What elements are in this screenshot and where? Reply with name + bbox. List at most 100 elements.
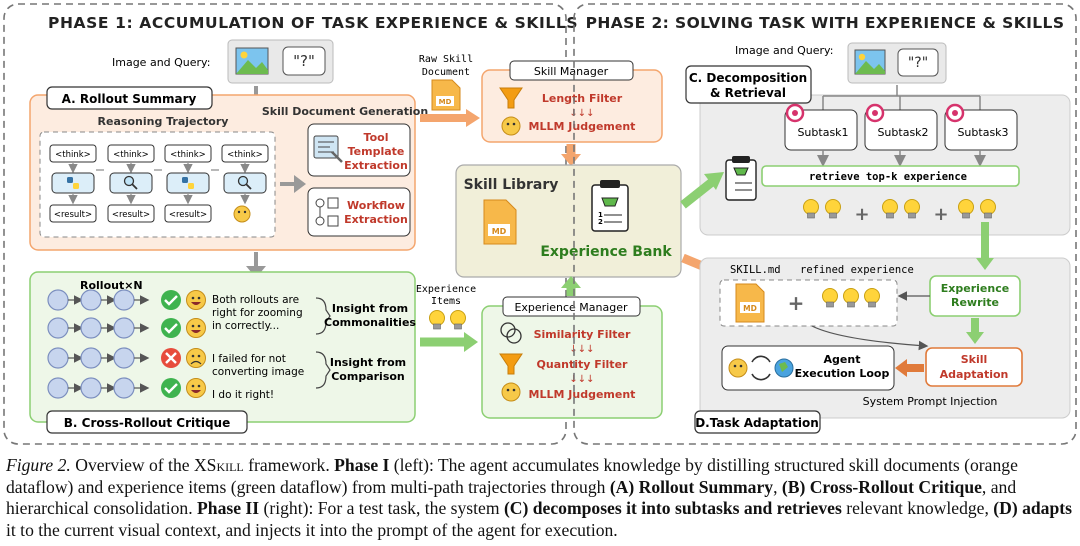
lightbulb-icon: [904, 199, 920, 219]
decomposition-line1: C. Decomposition: [689, 71, 807, 85]
rollout-summary-title-box: [46, 86, 213, 110]
check-icon: [161, 378, 181, 398]
raw-md-document-icon: MD: [431, 79, 461, 111]
retrieve-label: retrieve top-k experience: [809, 171, 967, 183]
lightbulb-icon: [825, 199, 841, 219]
skill-md-label: SKILL.md: [730, 264, 781, 276]
lightbulb-icon: [864, 288, 880, 308]
caption-t2: framework.: [248, 455, 330, 475]
think-label: <think>: [227, 150, 263, 160]
skill-manager-mllm: MLLM Judgement: [529, 120, 636, 133]
quantity-filter: Quantity Filter: [537, 358, 628, 371]
caption-phase2: Phase II: [197, 498, 260, 518]
caption-comma: ,: [773, 476, 778, 497]
caption-label: Figure 2.: [6, 455, 71, 475]
phase1-query-panel: "?": [227, 39, 334, 84]
rollout-summary-title: A. Rollout Summary: [62, 92, 197, 106]
refined-experience-label: refined experience: [800, 264, 914, 276]
experience-bank-label: Experience Bank: [540, 244, 672, 260]
plus-1: +: [854, 204, 869, 225]
cross-rollout-title-box: [46, 410, 248, 434]
plus-3: +: [788, 291, 805, 315]
tool-template-box: Tool Template Extraction: [307, 123, 411, 177]
lightbulb-icon: [822, 288, 838, 308]
skill-md-document-icon: MD: [735, 283, 765, 323]
subtask-3: Subtask3: [944, 103, 1018, 167]
similarity-filter: Similarity Filter: [534, 328, 631, 341]
phase1-title: PHASE 1: ACCUMULATION OF TASK EXPERIENCE…: [48, 14, 578, 32]
think-label: <think>: [113, 150, 149, 160]
subtask-label: Subtask2: [877, 126, 928, 139]
rollout-step-node: [113, 347, 135, 369]
funnel-icon: [499, 87, 523, 109]
trajectory-column: <think> <result>: [107, 144, 162, 223]
trajectory-column: <think><result>: [164, 144, 219, 223]
framework-figure: PHASE 1: ACCUMULATION OF TASK EXPERIENCE…: [3, 3, 1077, 445]
svg-text:1: 1: [598, 211, 603, 219]
lightbulb-icon: [882, 199, 898, 219]
result-label: <result>: [112, 210, 150, 220]
python-icon: [182, 177, 194, 189]
experience-manager-mllm: MLLM Judgement: [529, 388, 636, 401]
landscape-image-icon: [235, 47, 269, 75]
caption-t7: it to the current visual context, and in…: [6, 519, 618, 540]
phase2-title: PHASE 2: SOLVING TASK WITH EXPERIENCE & …: [586, 14, 1065, 32]
caption-t5: (right): For a test task, the system: [263, 498, 500, 518]
caption-phase1: Phase I: [334, 455, 390, 475]
system-prompt-label: System Prompt Injection: [863, 395, 998, 408]
rollout-row: [47, 347, 206, 369]
experience-rewrite-line2: Rewrite: [951, 296, 999, 309]
rollout-n-label: Rollout×N: [80, 279, 143, 292]
experience-bank-icon: 1 2: [591, 180, 629, 232]
subtask-label: Subtask3: [957, 126, 1008, 139]
subtask-1: Subtask1: [784, 103, 858, 167]
lightbulb-icon: [843, 288, 859, 308]
caption-b: (B) Cross-Rollout Critique: [781, 476, 982, 497]
phase2-image-query-label: Image and Query:: [735, 44, 833, 57]
skill-adaptation-line1: Skill: [961, 353, 988, 366]
reasoning-trajectory-label: Reasoning Trajectory: [98, 115, 229, 128]
rollout-step-node: [47, 289, 69, 311]
raw-skill-doc-line1: Raw Skill: [419, 54, 473, 65]
comment2-line1: I failed for not: [212, 353, 286, 365]
reasoning-trajectory-box: [39, 131, 276, 238]
skill-manager-title-box: [509, 60, 634, 81]
caption-d: (D) adapts: [993, 498, 1072, 518]
retrieval-experience-icon: [725, 156, 757, 201]
landscape-image-icon-2: [854, 49, 886, 75]
thinking-face-icon-2: [501, 382, 521, 402]
skill-library-title: Skill Library: [464, 177, 559, 193]
grinning-face-icon: [186, 318, 206, 338]
magnifier-icon: [123, 175, 138, 190]
insight2-line2: Comparison: [331, 370, 405, 383]
skill-library-md-badge: MD: [492, 227, 507, 236]
workflow-line1: Workflow: [347, 199, 405, 212]
workflow-line2: Extraction: [344, 213, 408, 226]
phase2-query-panel: "?": [847, 42, 947, 84]
thinking-face-icon-3: [728, 358, 748, 378]
skill-doc-generation-label: Skill Document Generation: [262, 105, 428, 118]
python-icon: [67, 177, 79, 189]
raw-md-badge: MD: [439, 98, 452, 106]
trajectory-column: <think>: [221, 144, 269, 223]
caption-t3: (left): The agent accumulates knowledge …: [6, 455, 1018, 497]
cross-rollout-title: B. Cross-Rollout Critique: [64, 416, 231, 430]
rollout-step-node: [80, 289, 102, 311]
comment1-line2: right for zooming: [212, 307, 303, 319]
magnifier-icon: [237, 175, 252, 190]
lightbulb-icon: [803, 199, 819, 219]
caption-t6: relevant knowledge,: [846, 498, 989, 518]
task-adaptation-title-box: [694, 410, 821, 434]
rollout-row: [47, 377, 206, 399]
phase1-image-query-label: Image and Query:: [112, 56, 210, 69]
rollout-row: [47, 289, 206, 311]
rollout-step-node: [113, 317, 135, 339]
retrieve-bar: [761, 165, 1020, 187]
similarity-icon: [500, 322, 522, 344]
lightbulb-icon: [429, 310, 445, 330]
agent-loop-line1: Agent: [824, 353, 861, 366]
caption-c: (C) decomposes it into subtasks and retr…: [503, 498, 842, 518]
figure-caption: Figure 2. Overview of the XSkill framewo…: [6, 455, 1074, 541]
svg-text:2: 2: [598, 218, 603, 226]
decomposition-line2: & Retrieval: [710, 86, 786, 100]
